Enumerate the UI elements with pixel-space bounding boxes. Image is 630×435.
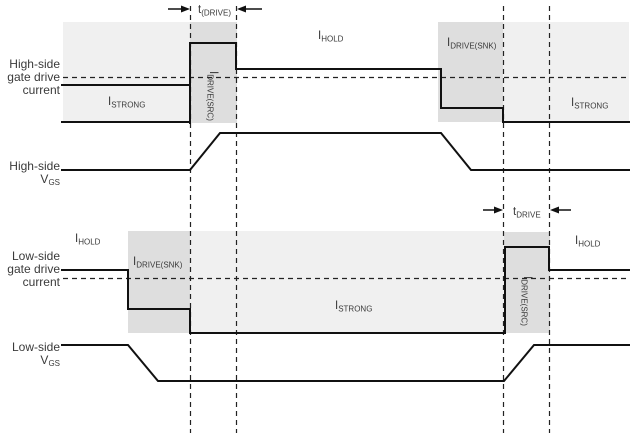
ls-istrong-label: ISTRONG: [335, 300, 372, 314]
arrow-right-icon: [181, 5, 190, 13]
hs-idrive-src-label: IDRIVE(SRC): [206, 71, 220, 121]
ls-tdrive-arrows: [483, 206, 571, 214]
hs-istrong-left-label: ISTRONG: [108, 96, 145, 110]
hs-istrong-right-label: ISTRONG: [571, 97, 608, 111]
hs-idrive-snk-region: [438, 22, 503, 122]
hs-vgs-label-line2: VGS: [40, 172, 60, 187]
hs-istrong-left-region: [63, 22, 190, 123]
hs-idrive-src-region: [190, 22, 237, 123]
ls-istrong-region: [190, 231, 504, 333]
hs-current-label-line2: gate drive: [7, 70, 60, 84]
hs-vgs-waveform: [61, 132, 630, 171]
ls-current-label-line1: Low-side: [12, 249, 60, 263]
hs-tdrive-label: t(DRIVE): [198, 4, 231, 18]
ls-ihold-left-label: IHOLD: [75, 233, 101, 247]
hs-current-label-line3: current: [23, 83, 61, 97]
ls-tdrive-label: tDRIVE: [513, 206, 541, 220]
ls-ihold-right-label: IHOLD: [575, 235, 601, 249]
ls-current-label-line2: gate drive: [7, 262, 60, 276]
ls-idrive-src-region: [504, 232, 550, 333]
ls-current-label-line3: current: [23, 275, 61, 289]
arrow-left-icon: [237, 5, 246, 13]
arrow-right-icon: [494, 206, 503, 214]
ls-vgs-waveform: [61, 344, 630, 382]
hs-vgs-label-line1: High-side: [9, 159, 60, 173]
hs-current-label-line1: High-side: [9, 57, 60, 71]
hs-istrong-right-region: [503, 22, 629, 122]
arrow-left-icon: [550, 206, 559, 214]
ls-idrive-snk-region: [128, 231, 190, 333]
hs-idrive-snk-label: IDRIVE(SNK): [447, 37, 497, 51]
ls-idrive-snk-label: IDRIVE(SNK): [133, 256, 183, 270]
ls-gate-drive-current-waveform: [61, 246, 630, 334]
hs-tdrive-arrows: [168, 5, 262, 13]
hs-ihold-label: IHOLD: [318, 30, 344, 44]
ls-vgs-label-line2: VGS: [40, 353, 60, 368]
ls-vgs-label-line1: Low-side: [12, 340, 60, 354]
ls-idrive-src-label: IDRIVE(SRC): [520, 276, 534, 326]
hs-gate-drive-current-waveform: [61, 42, 630, 124]
